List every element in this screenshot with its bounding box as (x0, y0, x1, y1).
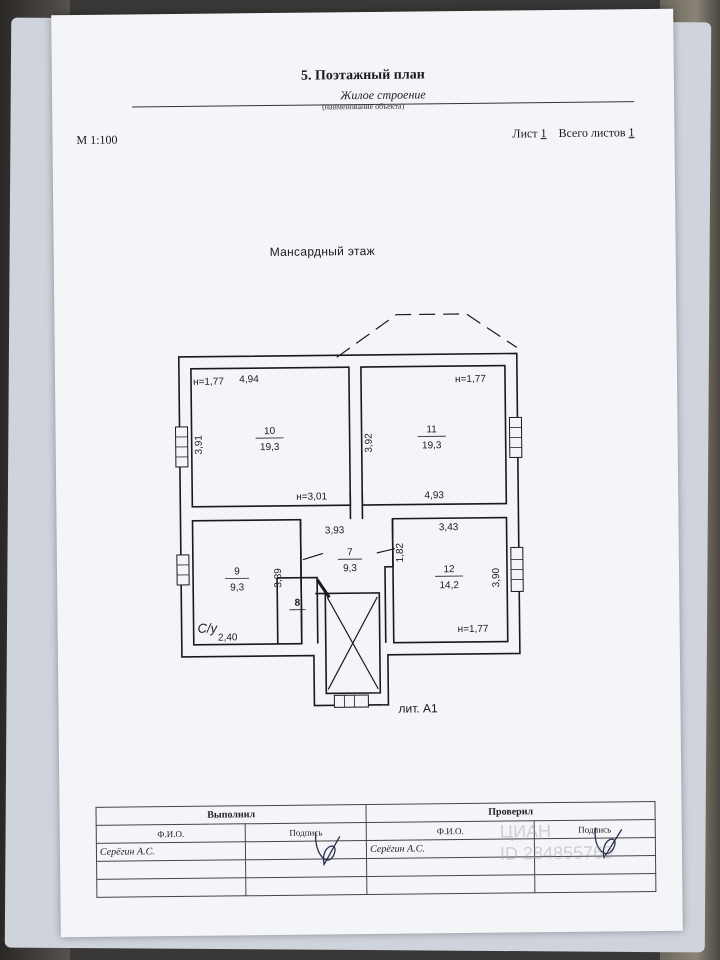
door-9 (302, 552, 324, 561)
sheet-label: Лист (512, 126, 538, 141)
dim-top-left: 4,94 (239, 374, 259, 385)
window-room-9 (176, 554, 190, 586)
door-12 (376, 548, 395, 554)
sheet-info: Лист 1 Всего листов 1 (512, 125, 634, 141)
floor-title: Мансардный этаж (269, 243, 375, 260)
height-corridor: н=3,01 (296, 491, 327, 502)
stair-entry (333, 694, 369, 708)
dim-room11-width: 4,93 (424, 490, 444, 501)
corridor-walls (299, 518, 394, 695)
scale-label: М 1:100 (76, 132, 118, 148)
document-sheet: 5. Поэтажный план Жилое строение (наимен… (51, 8, 683, 938)
room-9-area: 9,3 (230, 582, 244, 593)
dim-bottom-left: 2,40 (218, 632, 238, 643)
performed-name: Серёгин А.С. (96, 841, 246, 862)
watermark-id: ID 284855763 (499, 842, 614, 864)
total-sheets-number: 1 (628, 125, 635, 140)
height-room12: н=1,77 (458, 624, 489, 635)
dim-room12-width: 3,43 (439, 522, 459, 533)
sheet-number: 1 (540, 126, 547, 141)
room-10-area: 19,3 (260, 442, 280, 453)
height-room10: н=1,77 (193, 376, 224, 387)
signature-scribble-left (315, 832, 341, 867)
total-sheets-label: Всего листов (558, 125, 626, 140)
dim-room9-height: 3,89 (273, 568, 284, 588)
height-room11: н=1,77 (455, 374, 486, 385)
bathroom-label: С/у (198, 621, 219, 636)
door-8 (315, 578, 331, 599)
room-12-number: 12 (443, 564, 455, 575)
room-11-area: 19,3 (422, 440, 442, 451)
dim-room12-height: 3,90 (491, 567, 502, 587)
dim-room11-height: 3,92 (364, 433, 375, 453)
room-7-area: 9,3 (343, 563, 357, 574)
lit-label: лит. А1 (398, 701, 438, 716)
room-8-number: 8 (295, 598, 301, 609)
floor-plan: 10 19,3 11 19,3 9 9,3 7 9,3 12 14,2 8 4,… (175, 313, 524, 708)
dim-room10-height: 3,91 (194, 435, 205, 455)
room-11-walls (360, 364, 508, 506)
room-11-number: 11 (426, 424, 437, 435)
stair-line-b (327, 596, 378, 690)
roof-outline (336, 313, 518, 358)
dim-corridor-step: 1,82 (395, 542, 406, 562)
room-8-walls (276, 576, 319, 644)
watermark: ЦИАН ID 284855763 (500, 819, 614, 864)
performed-fio-label: Ф.И.О. (96, 823, 246, 844)
dim-corridor-width: 3,93 (325, 525, 345, 536)
room-7-number: 7 (347, 547, 353, 558)
watermark-brand: ЦИАН (499, 821, 552, 842)
room-9-number: 9 (234, 566, 240, 577)
room-10-number: 10 (264, 426, 276, 437)
document-title: 5. Поэтажный план (300, 67, 425, 84)
room-12-walls (391, 516, 509, 644)
signature-scribble-right (594, 827, 623, 860)
room-12-area: 14,2 (439, 580, 459, 591)
